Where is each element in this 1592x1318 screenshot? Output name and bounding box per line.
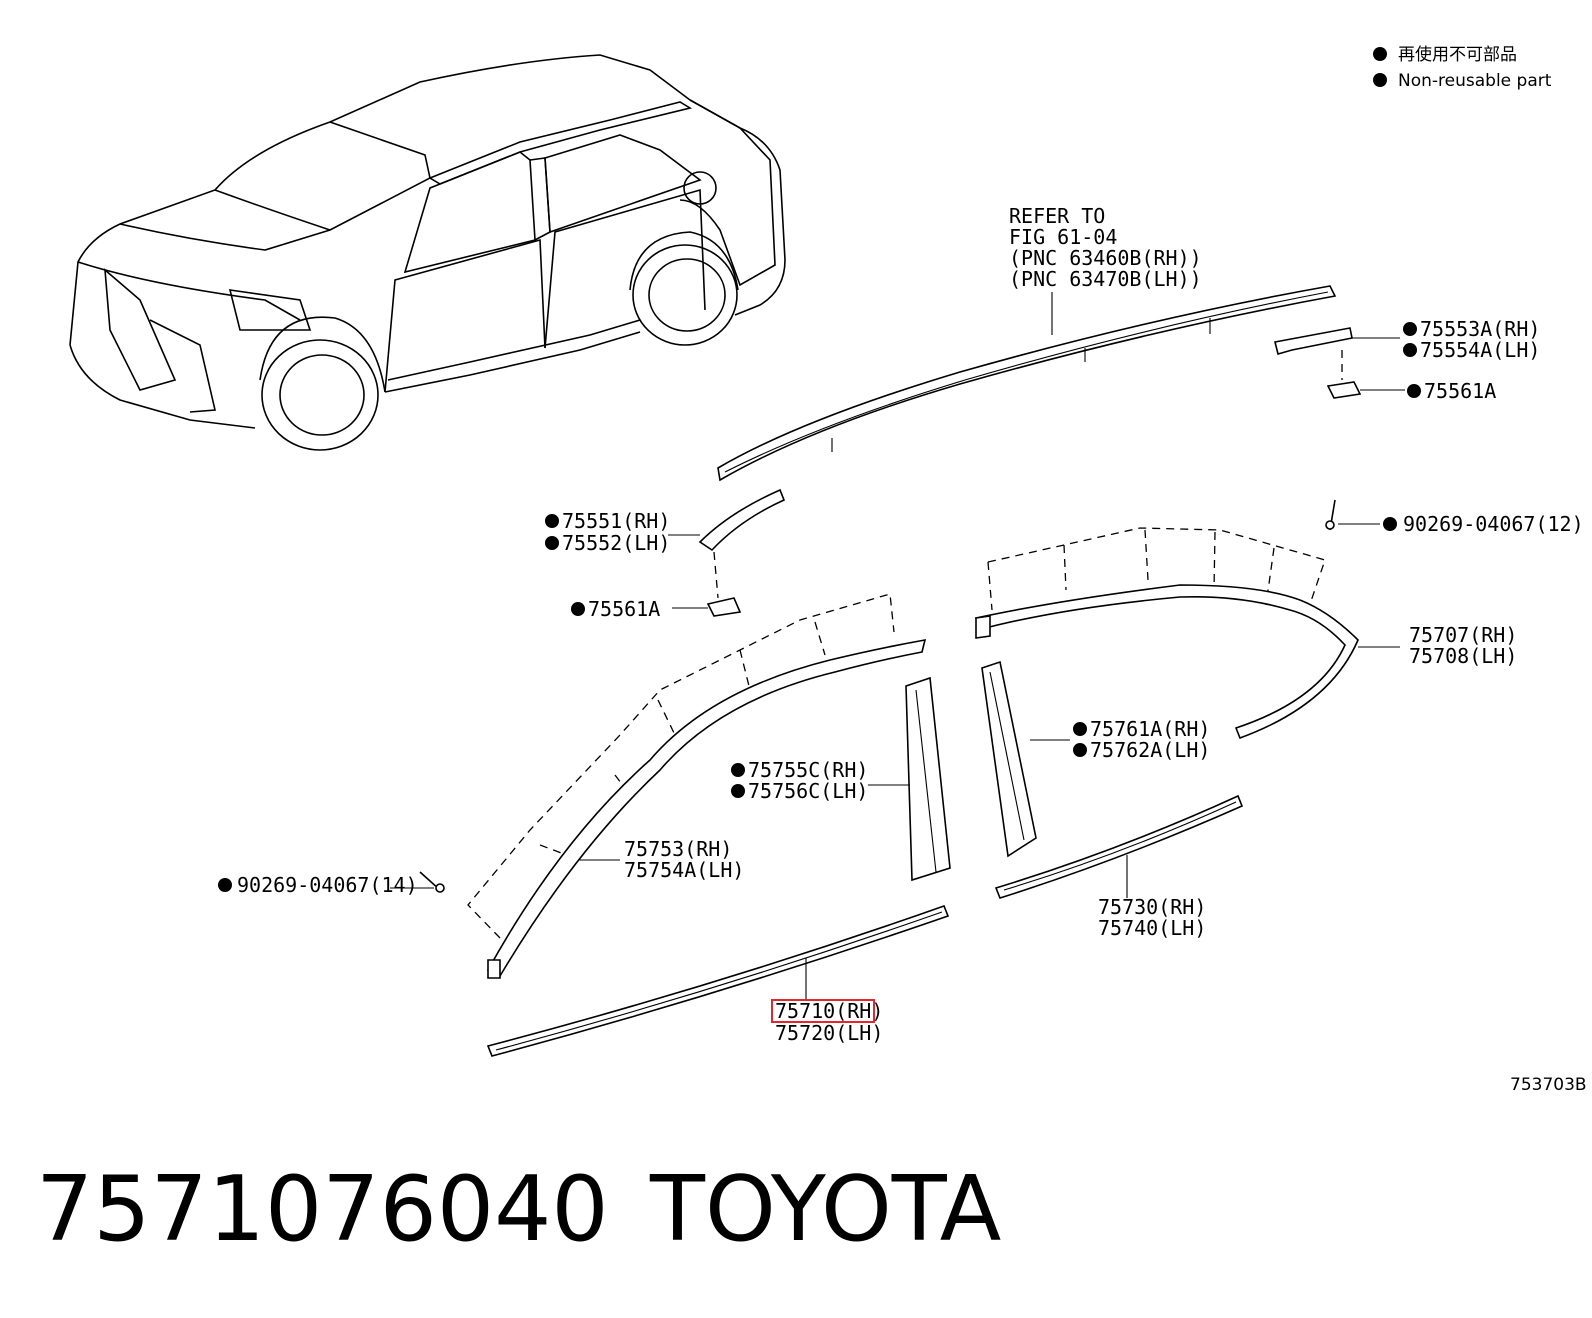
refer-line-2: FIG 61-04	[1009, 225, 1117, 249]
part-75753: 75753(RH) 75754A(LH)	[467, 593, 927, 979]
highlight-box	[771, 999, 875, 1023]
label-75720: 75720(LH)	[775, 1021, 883, 1045]
label-75552: 75552(LH)	[562, 531, 670, 555]
footer-part-number: 7571076040	[36, 1157, 609, 1262]
legend-en-text: Non-reusable part	[1398, 71, 1552, 91]
non-reusable-bullet-icon	[571, 602, 585, 616]
non-reusable-bullet-icon	[731, 784, 745, 798]
label-75762a: 75762A(LH)	[1090, 738, 1210, 762]
label-75707: 75707(RH)	[1409, 623, 1517, 647]
legend-bullet-icon	[1373, 47, 1387, 61]
label-75740: 75740(LH)	[1098, 916, 1206, 940]
label-75553a: 75553A(RH)	[1420, 317, 1540, 341]
label-75753: 75753(RH)	[624, 837, 732, 861]
part-75755c: 75755C(RH) 75756C(LH)	[731, 676, 951, 882]
clip-75561a-mid: 75561A	[571, 597, 742, 621]
non-reusable-bullet-icon	[1407, 384, 1421, 398]
non-reusable-bullet-icon	[1403, 343, 1417, 357]
label-75755c: 75755C(RH)	[748, 758, 868, 782]
label-75761a: 75761A(RH)	[1090, 717, 1210, 741]
figure-code: 753703B	[1510, 1075, 1587, 1095]
roof-rail	[717, 285, 1337, 482]
footer-brand: TOYOTA	[649, 1157, 1001, 1262]
refer-line-1: REFER TO	[1009, 204, 1105, 228]
non-reusable-bullet-icon	[1383, 517, 1397, 531]
legend-jp-text: 再使用不可部品	[1398, 44, 1517, 65]
non-reusable-bullet-icon	[1073, 722, 1087, 736]
label-75708: 75708(LH)	[1409, 644, 1517, 668]
label-90269-14: 90269-04067(14)	[237, 873, 418, 897]
part-75553a: 75553A(RH) 75554A(LH)	[1274, 317, 1540, 380]
label-75561a-top: 75561A	[1424, 379, 1496, 403]
part-75707: 75707(RH) 75708(LH)	[975, 527, 1517, 740]
part-75761a: 75761A(RH) 75762A(LH)	[981, 660, 1210, 858]
refer-note: REFER TO FIG 61-04 (PNC 63460B(RH)) (PNC…	[1009, 204, 1202, 335]
non-reusable-bullet-icon	[731, 763, 745, 777]
legend: 再使用不可部品 Non-reusable part	[1373, 44, 1552, 91]
part-75710: 75710(RH) 75720(LH)	[486, 904, 950, 1057]
non-reusable-bullet-icon	[545, 536, 559, 550]
non-reusable-bullet-icon	[218, 878, 232, 892]
label-75730: 75730(RH)	[1098, 895, 1206, 919]
label-75551: 75551(RH)	[562, 509, 670, 533]
screw-90269-14: 90269-04067(14)	[218, 871, 445, 897]
label-90269-12: 90269-04067(12)	[1403, 512, 1584, 536]
legend-bullet-icon	[1373, 73, 1387, 87]
label-75756c: 75756C(LH)	[748, 779, 868, 803]
label-75554a: 75554A(LH)	[1420, 338, 1540, 362]
screw-90269-12: 90269-04067(12)	[1325, 499, 1584, 536]
car-illustration	[69, 54, 786, 451]
non-reusable-bullet-icon	[1403, 322, 1417, 336]
part-75730: 75730(RH) 75740(LH)	[994, 794, 1244, 940]
refer-line-3: (PNC 63460B(RH))	[1009, 246, 1202, 270]
label-75561a-mid: 75561A	[588, 597, 660, 621]
part-75551: 75551(RH) 75552(LH)	[545, 488, 786, 599]
clip-75561a-top: 75561A	[1326, 379, 1496, 403]
non-reusable-bullet-icon	[1073, 743, 1087, 757]
label-75754a: 75754A(LH)	[624, 858, 744, 882]
label-75710: 75710(RH)	[775, 999, 883, 1023]
non-reusable-bullet-icon	[545, 514, 559, 528]
refer-line-4: (PNC 63470B(LH))	[1009, 267, 1202, 291]
